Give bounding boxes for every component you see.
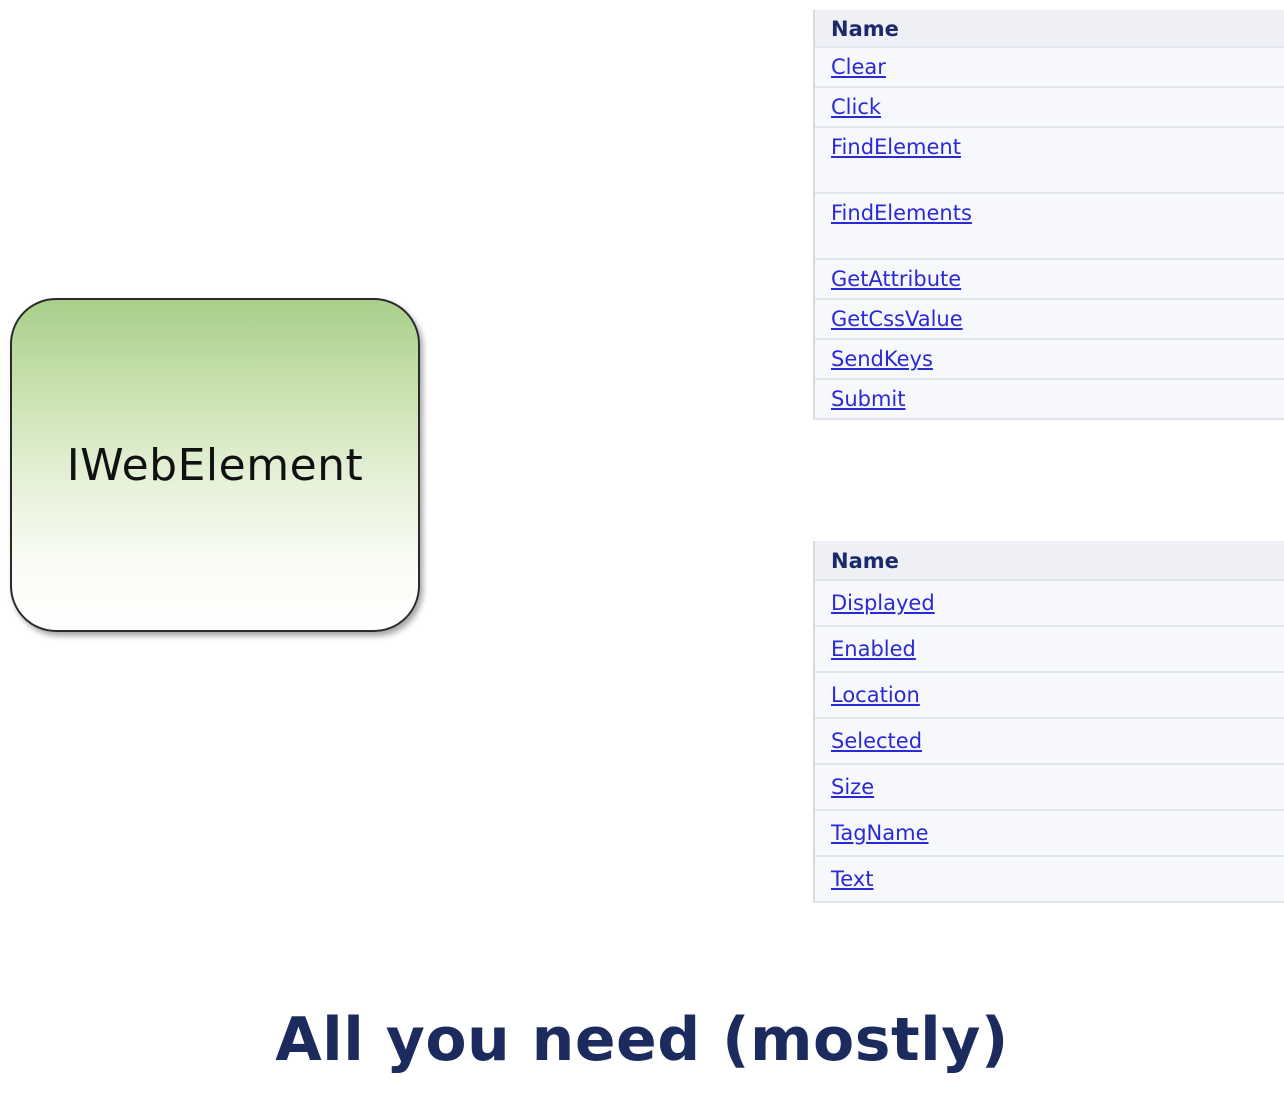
properties-table: Name Displayed Enabled Location Selected… — [813, 541, 1284, 903]
methods-table: Name Clear Click FindElement FindElement… — [813, 10, 1284, 420]
property-link-displayed[interactable]: Displayed — [831, 591, 935, 615]
table-row: FindElements — [815, 194, 1284, 260]
slide-caption: All you need (mostly) — [275, 1005, 1009, 1075]
method-link-findelement[interactable]: FindElement — [831, 135, 961, 159]
table-row: Size — [815, 765, 1284, 811]
method-link-getattribute[interactable]: GetAttribute — [831, 267, 962, 291]
method-link-click[interactable]: Click — [831, 95, 882, 119]
table-row: Submit — [815, 380, 1284, 420]
iwebelement-box: IWebElement — [10, 298, 420, 632]
table-row: Text — [815, 857, 1284, 903]
table-row: FindElement — [815, 128, 1284, 194]
property-link-tagname[interactable]: TagName — [831, 821, 929, 845]
properties-table-header: Name — [815, 541, 1284, 581]
methods-table-header: Name — [815, 10, 1284, 48]
table-row: Click — [815, 88, 1284, 128]
table-row: Clear — [815, 48, 1284, 88]
method-link-getcssvalue[interactable]: GetCssValue — [831, 307, 963, 331]
method-link-clear[interactable]: Clear — [831, 55, 886, 79]
table-row: Selected — [815, 719, 1284, 765]
method-link-sendkeys[interactable]: SendKeys — [831, 347, 933, 371]
property-link-text[interactable]: Text — [831, 867, 874, 891]
table-row: SendKeys — [815, 340, 1284, 380]
table-row: Displayed — [815, 581, 1284, 627]
table-row: TagName — [815, 811, 1284, 857]
table-row: Location — [815, 673, 1284, 719]
method-link-findelements[interactable]: FindElements — [831, 201, 972, 225]
property-link-size[interactable]: Size — [831, 775, 875, 799]
method-link-submit[interactable]: Submit — [831, 387, 906, 411]
property-link-location[interactable]: Location — [831, 683, 920, 707]
iwebelement-label: IWebElement — [66, 439, 364, 491]
property-link-selected[interactable]: Selected — [831, 729, 923, 753]
table-row: GetCssValue — [815, 300, 1284, 340]
property-link-enabled[interactable]: Enabled — [831, 637, 916, 661]
table-row: GetAttribute — [815, 260, 1284, 300]
table-row: Enabled — [815, 627, 1284, 673]
